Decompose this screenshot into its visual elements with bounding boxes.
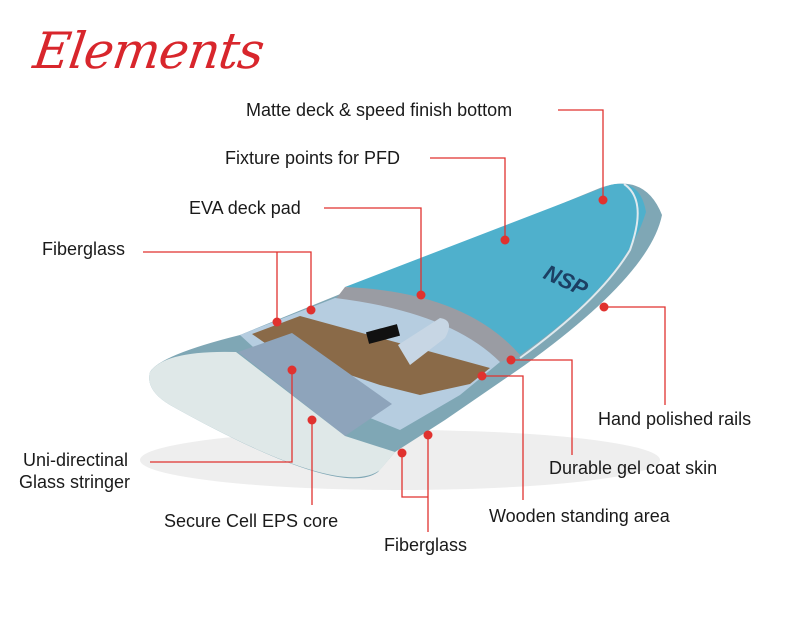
leader-lines (143, 109, 666, 532)
wood-layer (252, 316, 490, 395)
deck (345, 183, 646, 355)
stringer (238, 333, 392, 436)
label-eps-core: Secure Cell EPS core (164, 511, 339, 531)
rail-line (519, 183, 639, 359)
label-wooden-standing-area: Wooden standing area (489, 506, 670, 526)
label-uni-directional: Uni-directinal (23, 450, 129, 470)
label-hand-polished-rails: Hand polished rails (598, 409, 752, 429)
label-fiberglass-bottom: Fiberglass (384, 535, 468, 555)
eps-core (149, 351, 395, 478)
eva-roll (398, 318, 449, 365)
pfd-fixture (365, 324, 401, 344)
label-eva-deck-pad: EVA deck pad (189, 198, 301, 218)
label-glass-stringer: Glass stringer (19, 472, 131, 492)
label-fixture-points: Fixture points for PFD (225, 148, 401, 168)
label-matte-deck: Matte deck & speed finish bottom (246, 100, 513, 120)
label-gel-coat: Durable gel coat skin (549, 458, 718, 478)
label-fiberglass-top: Fiberglass (42, 239, 126, 259)
callout-dots (272, 195, 609, 458)
